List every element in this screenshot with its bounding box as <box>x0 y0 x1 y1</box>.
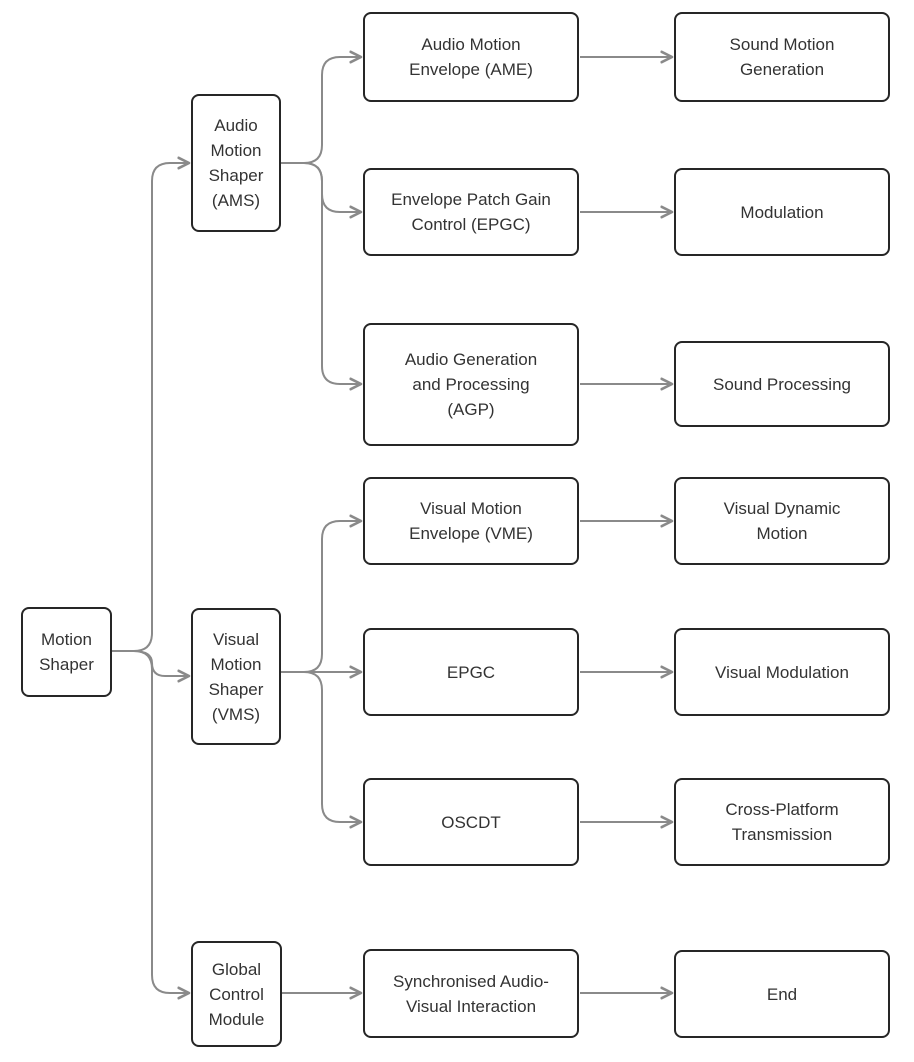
node-visual-motion-shaper: Visual Motion Shaper (VMS) <box>191 608 281 745</box>
edge-ams-agp <box>281 162 363 391</box>
edge-motion-shaper-gcm <box>112 650 191 1000</box>
edge-motion-shaper-ams <box>112 156 191 652</box>
node-synchronised-audio-visual-interaction: Synchronised Audio- Visual Interaction <box>363 949 579 1038</box>
edge-vms-oscdt <box>281 671 363 829</box>
node-global-control-module: Global Control Module <box>191 941 282 1047</box>
node-sound-motion-generation: Sound Motion Generation <box>674 12 890 102</box>
node-sound-processing: Sound Processing <box>674 341 890 427</box>
edge-ams-ame <box>281 50 363 164</box>
node-cross-platform-transmission: Cross-Platform Transmission <box>674 778 890 866</box>
node-visual-motion-envelope: Visual Motion Envelope (VME) <box>363 477 579 565</box>
node-visual-dynamic-motion: Visual Dynamic Motion <box>674 477 890 565</box>
node-envelope-patch-gain-control: Envelope Patch Gain Control (EPGC) <box>363 168 579 256</box>
node-oscdt: OSCDT <box>363 778 579 866</box>
node-motion-shaper: Motion Shaper <box>21 607 112 697</box>
node-audio-motion-shaper: Audio Motion Shaper (AMS) <box>191 94 281 232</box>
node-visual-modulation: Visual Modulation <box>674 628 890 716</box>
node-modulation: Modulation <box>674 168 890 256</box>
node-end: End <box>674 950 890 1038</box>
node-epgc: EPGC <box>363 628 579 716</box>
node-audio-generation-processing: Audio Generation and Processing (AGP) <box>363 323 579 446</box>
edge-vms-vme <box>281 514 363 673</box>
node-audio-motion-envelope: Audio Motion Envelope (AME) <box>363 12 579 102</box>
